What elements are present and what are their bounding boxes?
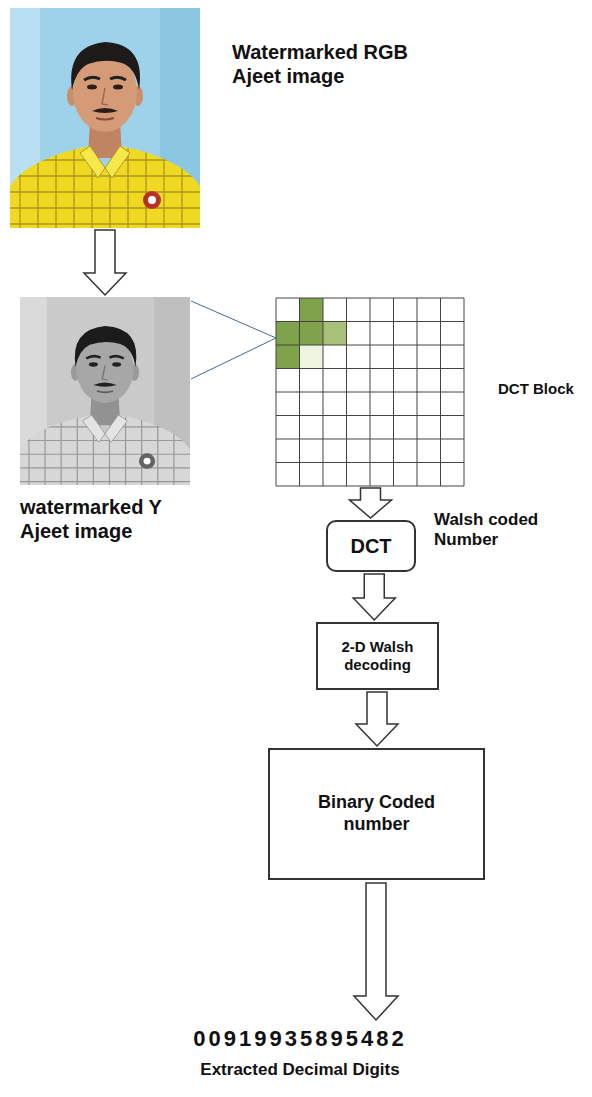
box-label: DCT — [350, 534, 391, 558]
image-caption: watermarked Y Ajeet image — [20, 495, 195, 543]
y-photo: watermarked Y Ajeet image — [20, 297, 190, 485]
process-box: 2-D Walsh decoding — [316, 622, 439, 690]
zoom-leader — [191, 301, 276, 379]
y-portrait — [20, 297, 190, 485]
coefficient-grid — [276, 298, 464, 486]
flow-arrow — [350, 488, 392, 518]
process-box: DCT — [326, 520, 416, 572]
box-label: Binary Coded number — [312, 792, 442, 835]
digit-string: 00919935895482 — [140, 1026, 460, 1052]
rgb-photo: Watermarked RGB Ajeet image — [10, 8, 200, 228]
side-note: Walsh coded Number — [434, 510, 584, 551]
image-caption: DCT Block — [498, 380, 590, 398]
process-box: Binary Coded number — [268, 748, 485, 880]
output-arrow — [354, 883, 398, 1020]
box-label: 2-D Walsh decoding — [324, 638, 431, 674]
result-caption: Extracted Decimal Digits — [140, 1060, 460, 1080]
flow-arrow — [84, 230, 126, 295]
coefficient-block: DCT Block — [276, 298, 464, 486]
flow-arrow — [356, 692, 398, 746]
image-caption: Watermarked RGB Ajeet image — [232, 40, 432, 88]
rgb-portrait — [10, 8, 200, 228]
flow-arrow — [353, 574, 395, 620]
